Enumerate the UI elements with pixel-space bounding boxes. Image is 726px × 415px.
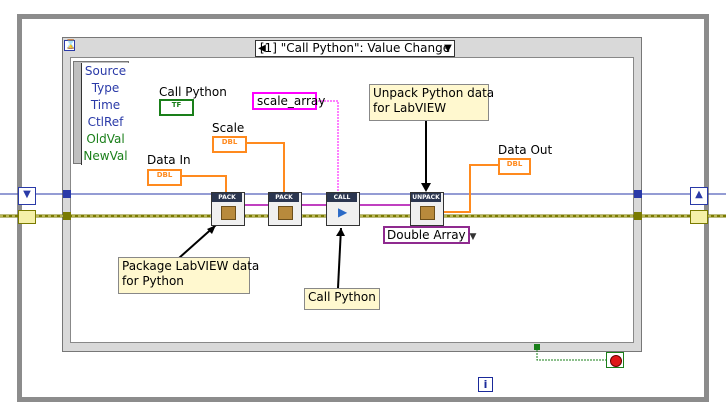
data-in-wire: [178, 175, 227, 195]
event-left-tunnel[interactable]: [63, 190, 71, 198]
pack-node-1-header: PACK: [212, 193, 242, 202]
right-shift-register-icon[interactable]: ▲: [690, 187, 708, 205]
event-field-time[interactable]: Time: [81, 97, 129, 114]
event-right-tunnel[interactable]: [634, 190, 642, 198]
data-in-label: Data In: [147, 153, 191, 167]
left-shift-register-icon[interactable]: ▼: [18, 187, 36, 205]
right-error-shift-register[interactable]: [690, 210, 708, 224]
while-loop-border-bottom: [17, 397, 709, 402]
prev-case-arrow-icon[interactable]: ◀: [258, 43, 266, 54]
call-python-terminal[interactable]: TF: [159, 99, 194, 116]
call-node[interactable]: CALL ▶: [326, 192, 360, 226]
event-case-selector[interactable]: ◀ [1] "Call Python": Value Change ▼: [255, 40, 455, 57]
event-right-error-tunnel[interactable]: [634, 212, 642, 220]
function-name-constant[interactable]: scale_array: [252, 92, 325, 110]
loop-iteration-terminal[interactable]: i: [478, 377, 493, 392]
while-loop-border-left: [17, 14, 22, 402]
stop-icon: [610, 355, 622, 367]
unpack-type-ring[interactable]: Double Array ▼: [383, 226, 476, 244]
loop-stop-terminal[interactable]: [606, 352, 624, 368]
stop-condition-boolean[interactable]: [534, 344, 540, 350]
event-field-source[interactable]: Source: [81, 63, 129, 80]
unpack-type-value: Double Array: [387, 228, 466, 242]
unpack-node[interactable]: UNPACK: [410, 192, 444, 226]
scale-label: Scale: [212, 121, 245, 135]
data-out-terminal[interactable]: DBL: [498, 158, 531, 175]
call-python-label: Call Python: [159, 85, 227, 99]
scale-wire: [243, 142, 285, 195]
call-arrowhead: [336, 228, 345, 236]
function-name-wire: [318, 100, 339, 195]
call-comment[interactable]: Call Python: [304, 288, 380, 310]
call-arrow: [337, 227, 342, 289]
call-node-header: CALL: [327, 193, 357, 202]
unpack-node-header: UNPACK: [411, 193, 441, 202]
event-data-node[interactable]: Source Type Time CtlRef OldVal NewVal: [73, 61, 129, 165]
stop-wire: [536, 350, 606, 361]
data-in-terminal[interactable]: DBL: [147, 169, 182, 186]
data-out-wire: [442, 164, 499, 213]
left-error-shift-register[interactable]: [18, 210, 36, 224]
event-field-type[interactable]: Type: [81, 80, 129, 97]
unpack-comment[interactable]: Unpack Python data for LabVIEW: [369, 84, 494, 121]
ring-dropdown-icon: ▼: [469, 232, 477, 242]
package-comment[interactable]: Package LabVIEW data for Python: [118, 257, 259, 294]
package-arrowhead: [207, 225, 216, 234]
case-dropdown-arrow-icon[interactable]: ▼: [444, 43, 452, 54]
while-loop-border-right: [704, 14, 709, 402]
event-left-error-tunnel[interactable]: [63, 212, 71, 220]
case-selector-label: [1] "Call Python": Value Change: [259, 41, 451, 55]
pack-node-2[interactable]: PACK: [268, 192, 302, 226]
scale-terminal[interactable]: DBL: [212, 136, 247, 153]
pack-node-1[interactable]: PACK: [211, 192, 245, 226]
event-timeout-icon[interactable]: ⌛: [64, 40, 77, 51]
event-field-newval[interactable]: NewVal: [81, 148, 129, 165]
event-field-ctlref[interactable]: CtlRef: [81, 114, 129, 131]
data-out-label: Data Out: [498, 143, 553, 157]
package-icon: [420, 206, 435, 220]
package-icon: [221, 206, 236, 220]
package-icon: [278, 206, 293, 220]
pack-node-2-header: PACK: [269, 193, 299, 202]
play-icon: ▶: [338, 205, 348, 219]
event-field-oldval[interactable]: OldVal: [81, 131, 129, 148]
unpack-arrowhead: [421, 183, 431, 192]
while-loop-border-top: [17, 14, 709, 19]
